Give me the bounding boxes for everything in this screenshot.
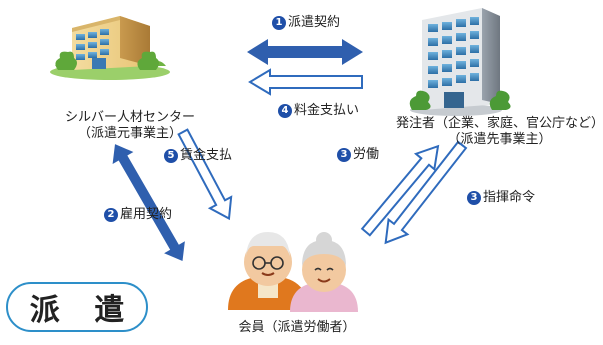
- labor-arrow: [360, 144, 440, 237]
- relation-text: 料金支払い: [294, 103, 360, 118]
- office-building-icon: [50, 16, 170, 80]
- step-number-badge: 3: [337, 148, 351, 162]
- client-label: 発注者（企業、家庭、官公庁など） （派遣先事業主）: [396, 116, 603, 148]
- silver-center-name: シルバー人材センター: [64, 110, 195, 125]
- fee-payment-arrow: [248, 68, 363, 96]
- relation-text: 賃金支払: [180, 148, 233, 163]
- direction-command-arrow: [384, 140, 468, 245]
- step-number-badge: 5: [164, 149, 178, 163]
- silver-center-role: （派遣元事業主）: [77, 126, 182, 141]
- client-name: 発注者（企業、家庭、官公庁など）: [396, 116, 603, 131]
- silver-center-label: シルバー人材センター （派遣元事業主）: [60, 110, 200, 142]
- mode-title: 派 遣: [29, 293, 137, 328]
- member-name: 会員（派遣労働者）: [238, 320, 356, 335]
- member-label: 会員（派遣労働者）: [222, 320, 372, 336]
- tall-building-icon: [409, 8, 511, 116]
- elderly-couple-icon: [228, 232, 358, 312]
- relation-text: 雇用契約: [120, 207, 173, 222]
- step-number-badge: 4: [278, 104, 292, 118]
- mode-title-badge: 派 遣: [6, 282, 148, 332]
- wage-payment-arrow: [177, 128, 233, 221]
- relation-text: 派遣契約: [288, 15, 341, 30]
- step-number-badge: 2: [104, 208, 118, 222]
- relation-text: 指揮命令: [483, 190, 536, 205]
- dispatch-contract-arrow: [247, 39, 363, 65]
- client-role: （派遣先事業主）: [447, 132, 552, 147]
- employment-contract-arrow: [112, 144, 185, 262]
- step-number-badge: 3: [467, 191, 481, 205]
- step-number-badge: 1: [272, 16, 286, 30]
- relation-text: 労働: [353, 147, 380, 162]
